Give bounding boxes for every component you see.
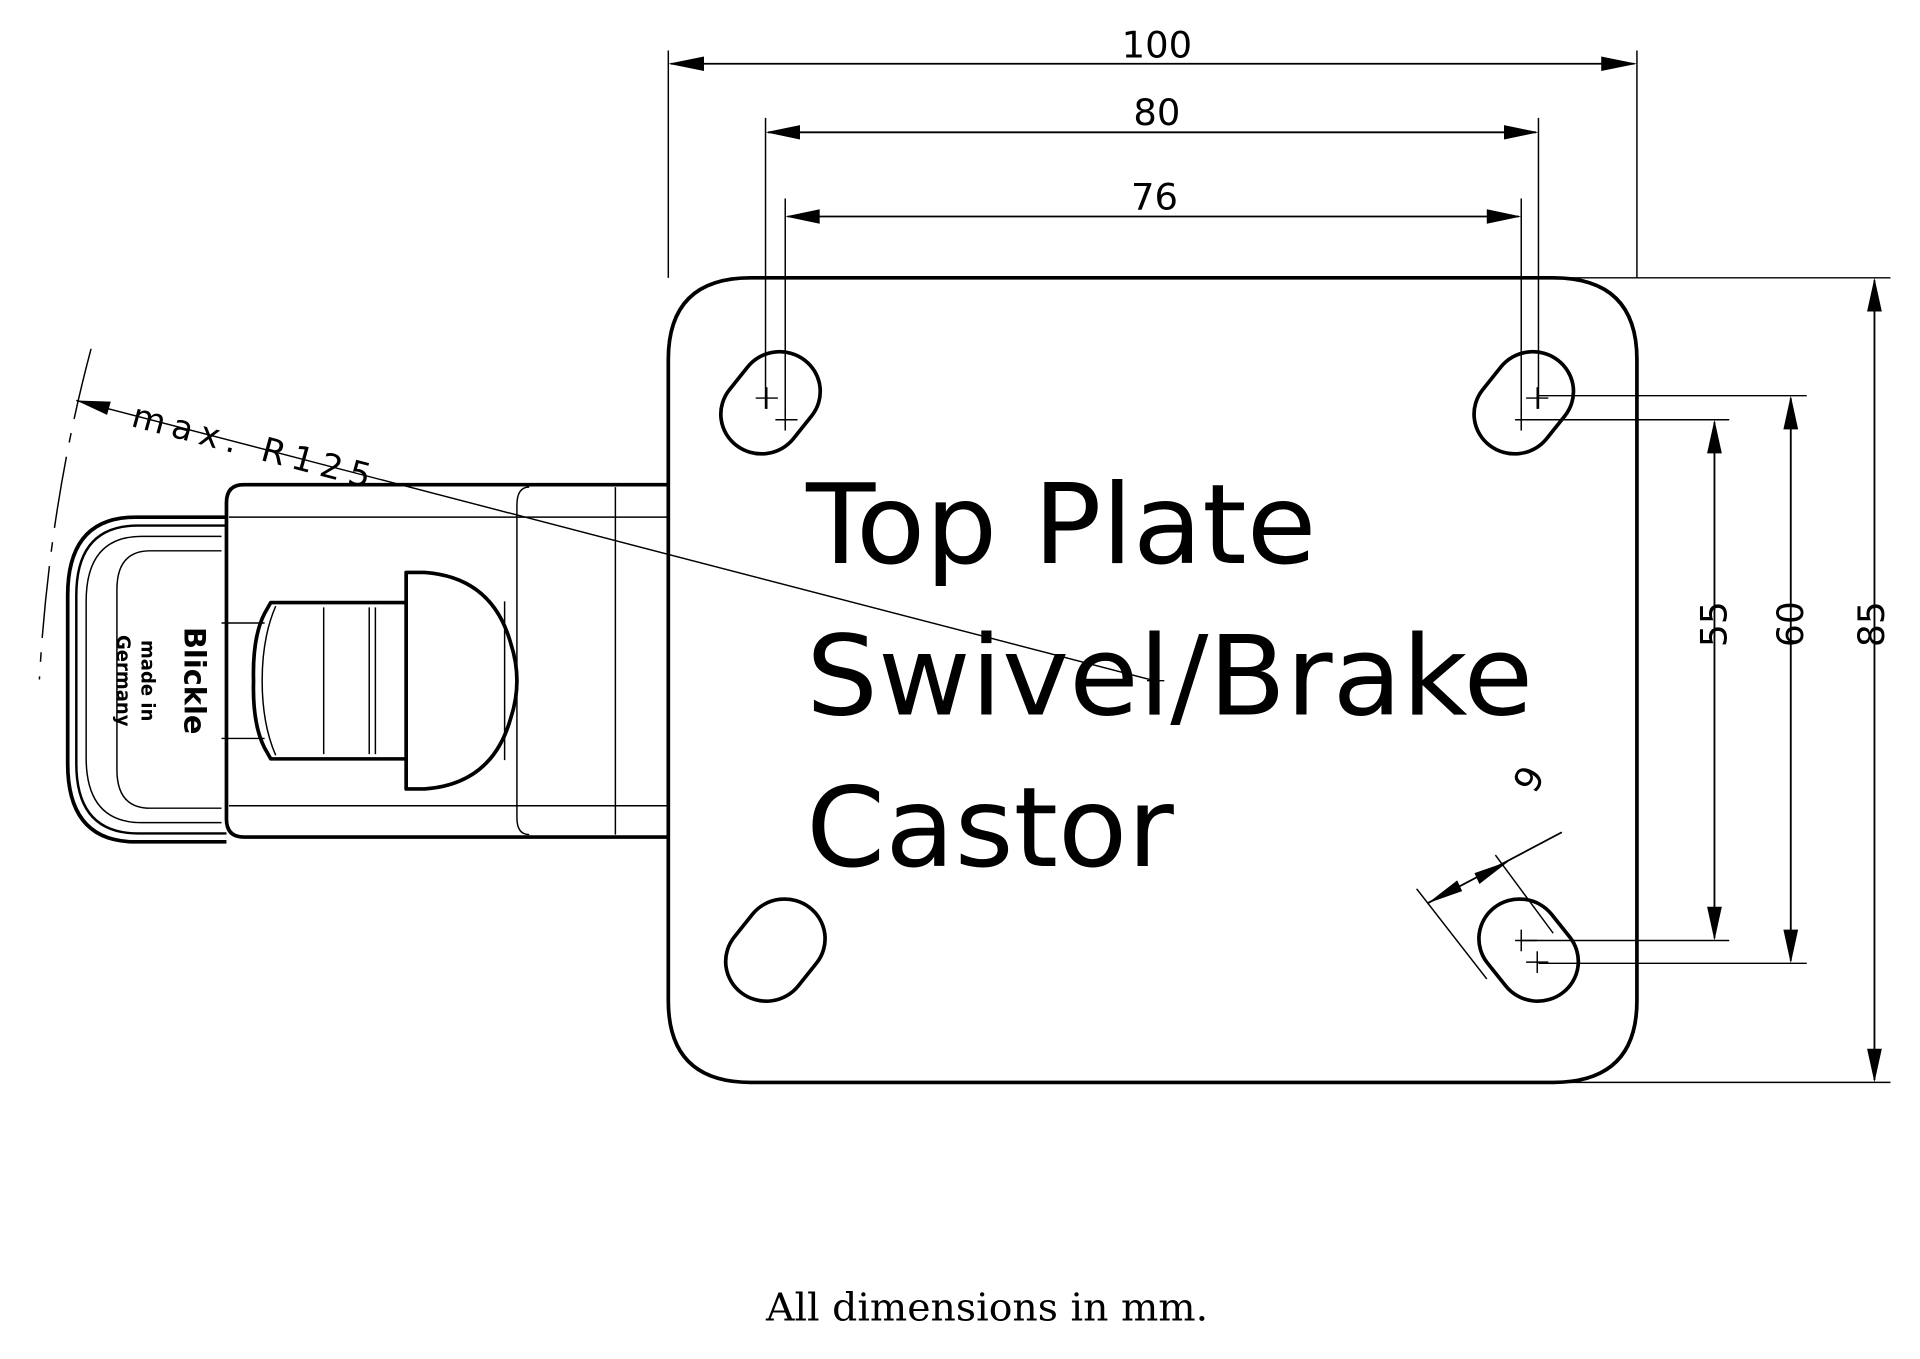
mounting-hole-top-right [1472, 349, 1576, 456]
dimension-plate-height: 85 [1569, 277, 1893, 1084]
swivel-arc [38, 348, 92, 680]
title-line-1: Top Plate [805, 461, 1316, 589]
title-block: Top Plate Swivel/Brake Castor [805, 461, 1533, 893]
hub-dome [404, 570, 519, 791]
dim-label-55: 55 [1692, 601, 1735, 647]
brake-pedal: Blickle made in Germany [65, 515, 227, 844]
mounting-hole-top-left [718, 349, 823, 456]
dim-label-80: 80 [1133, 91, 1180, 134]
dim-label-76: 76 [1131, 176, 1178, 219]
dim-label-85: 85 [1850, 601, 1893, 647]
dim-label-60: 60 [1769, 601, 1812, 647]
title-line-3: Castor [806, 764, 1175, 892]
logo-germany: Germany [112, 635, 133, 727]
dim-label-9: 9 [1505, 759, 1554, 799]
dimension-plate-width: 100 [667, 24, 1638, 278]
logo-made-in: made in [136, 640, 157, 721]
dimension-hole-spacing-55: 55 [1521, 419, 1736, 942]
dimension-slot-width: 9 [1416, 759, 1563, 980]
logo-brand: Blickle [178, 627, 212, 735]
mounting-hole-bottom-left [723, 897, 827, 1003]
blickle-logo: Blickle made in Germany [112, 627, 212, 735]
pedal-outline [65, 515, 227, 844]
mounting-hole-bottom-right [1477, 897, 1581, 1003]
plate-outline [666, 276, 1639, 1085]
axle-body [251, 600, 407, 761]
dimension-hole-spacing-76: 76 [784, 176, 1522, 431]
dimension-hole-spacing-60: 60 [1538, 394, 1812, 965]
dim-label-100: 100 [1122, 24, 1192, 67]
title-line-2: Swivel/Brake [806, 613, 1533, 741]
fork-outline [224, 482, 669, 839]
wheel-housing [224, 482, 669, 839]
units-note: All dimensions in mm. [765, 1286, 1208, 1330]
brake-hub [221, 570, 519, 791]
dimension-hole-spacing-80: 80 [764, 91, 1540, 409]
